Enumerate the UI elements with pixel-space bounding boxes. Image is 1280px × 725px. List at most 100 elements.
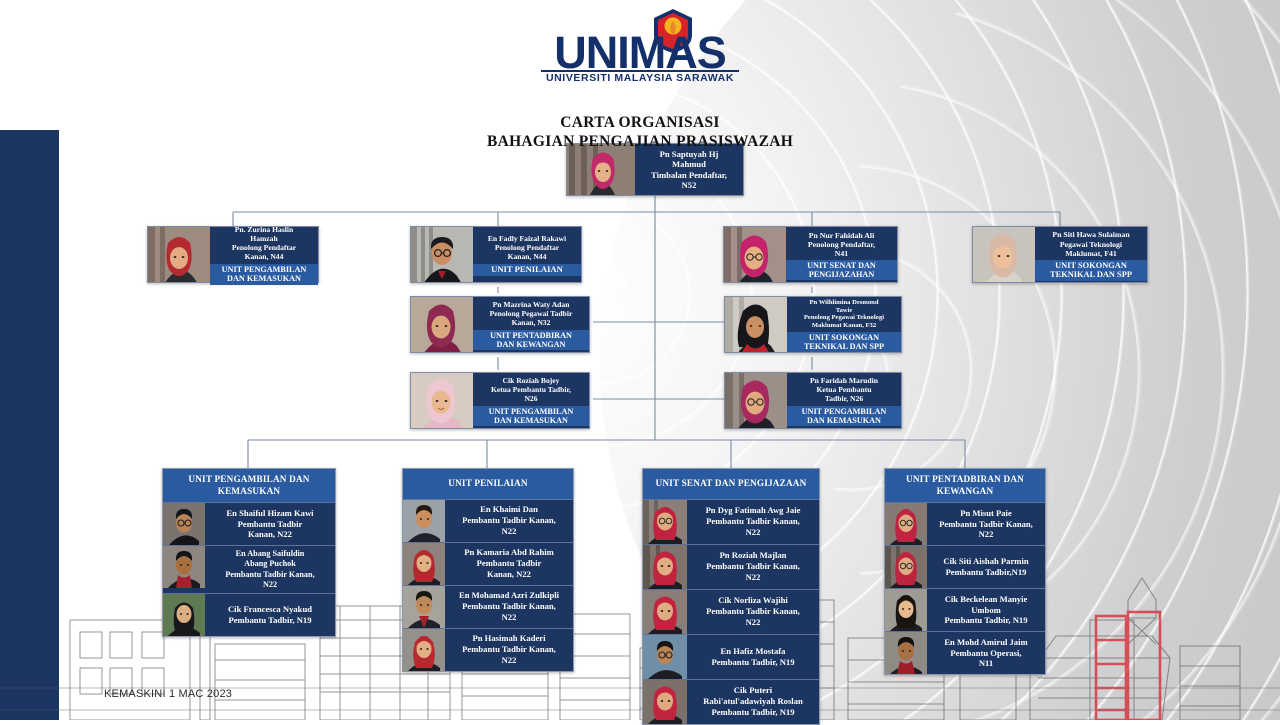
avatar — [403, 542, 445, 585]
unit-member-row[interactable]: Cik Norliza Wajihi Pembantu Tadbir Kanan… — [643, 588, 819, 634]
avatar — [163, 503, 205, 545]
org-card-row2-2[interactable]: Pn Nur Fahidah Ali Penolong Pendaftar, N… — [723, 226, 898, 283]
org-card-name: Pn Faridah Marudin Ketua Pembantu Tadbir… — [810, 375, 878, 403]
unit-member-row[interactable]: Cik Francesca Nyakud Pembantu Tadbir, N1… — [163, 593, 335, 636]
avatar — [411, 227, 473, 282]
org-card-row2-0[interactable]: Pn. Zurina Haslin Hamzah Penolong Pendaf… — [147, 225, 319, 285]
avatar — [724, 227, 786, 282]
unit-member-row[interactable]: Pn Roziah Majlan Pembantu Tadbir Kanan, … — [643, 543, 819, 589]
unit-member-name: En Mohd Amirul Jaim Pembantu Operasi, N1… — [944, 636, 1028, 669]
org-card-name: Pn. Zurina Haslin Hamzah Penolong Pendaf… — [231, 225, 297, 262]
unit-member-name: Pn Roziah Majlan Pembantu Tadbir Kanan, … — [706, 550, 800, 582]
org-card-body: Pn Nur Fahidah Ali Penolong Pendaftar, N… — [786, 227, 897, 282]
unit-column-penilaian[interactable]: UNIT PENILAIAN En Khaimi Dan Pembantu Ta… — [402, 468, 574, 672]
unit-member-row[interactable]: Cik Siti Aishah Parmin Pembantu Tadbir,N… — [885, 545, 1045, 588]
org-card-name: Pn Nur Fahidah Ali Penolong Pendaftar, N… — [807, 230, 876, 258]
logo-wordmark: UNIMAS — [554, 27, 727, 78]
avatar — [403, 585, 445, 628]
unit-member-row[interactable]: Pn Misut Paie Pembantu Tadbir Kanan, N22 — [885, 502, 1045, 545]
unit-member-name: En Hafiz Mostafa Pembantu Tadbir, N19 — [711, 645, 795, 667]
org-card-row4-1[interactable]: Pn Faridah Marudin Ketua Pembantu Tadbir… — [724, 372, 902, 429]
unit-member-name: Cik Siti Aishah Parmin Pembantu Tadbir,N… — [943, 556, 1029, 577]
unit-member-name: Cik Francesca Nyakud Pembantu Tadbir, N1… — [227, 604, 313, 625]
org-card-name: Pn Siti Hawa Sulaiman Pegawai Teknologi … — [1052, 230, 1130, 258]
avatar — [403, 499, 445, 542]
org-card-unit: UNIT SOKONGAN TEKNIKAL DAN SPP — [787, 331, 901, 353]
org-card-body: Pn Wilhlimina Desmond Tawie Penolong Peg… — [787, 297, 901, 353]
unit-member-row[interactable]: En Abang Saifuldin Abang Puchok Pembantu… — [163, 545, 335, 593]
unit-column-header: UNIT PENTADBIRAN DAN KEWANGAN — [885, 469, 1045, 502]
unit-member-row[interactable]: Cik Beckelean Manyie Umbom Pembantu Tadb… — [885, 588, 1045, 631]
org-card-top[interactable]: Pn Saptuyah Hj Mahmud Timbalan Pendaftar… — [566, 143, 744, 196]
unit-member-name: Cik Puteri Rabi'atul'adawiyah Roslan Pem… — [703, 685, 803, 717]
avatar — [148, 227, 210, 282]
unit-column-senat-pengijazahan[interactable]: UNIT SENAT DAN PENGIJAZAAN Pn Dyg Fatima… — [642, 468, 820, 725]
avatar — [411, 373, 473, 428]
org-card-row3-0[interactable]: Pn Mazrina Waty Adan Penolong Pegawai Ta… — [410, 296, 590, 353]
unit-column-pengambilan-kemasukan[interactable]: UNIT PENGAMBILAN DAN KEMASUKAN En Shaifu… — [162, 468, 336, 637]
org-card-unit: UNIT SENAT DAN PENGIJAZAHAN — [786, 260, 897, 281]
avatar — [885, 632, 927, 674]
page-title: CARTA ORGANISASI BAHAGIAN PENGAJIAN PRAS… — [0, 113, 1280, 152]
page-header: UNIMAS UNIVERSITI MALAYSIA SARAWAK CARTA… — [0, 8, 1280, 152]
org-card-name: Pn Saptuyah Hj Mahmud Timbalan Pendaftar… — [651, 149, 727, 190]
unit-column-header: UNIT PENILAIAN — [403, 469, 573, 499]
org-card-unit: UNIT PENGAMBILAN DAN KEMASUKAN — [473, 405, 589, 427]
avatar — [725, 297, 787, 352]
avatar — [163, 594, 205, 636]
org-card-body: Pn Siti Hawa Sulaiman Pegawai Teknologi … — [1035, 227, 1147, 282]
org-card-body: Pn Faridah Marudin Ketua Pembantu Tadbir… — [787, 373, 901, 428]
org-card-body: Pn. Zurina Haslin Hamzah Penolong Pendaf… — [210, 225, 318, 285]
unit-member-row[interactable]: En Khaimi Dan Pembantu Tadbir Kanan, N22 — [403, 498, 573, 542]
avatar — [725, 373, 787, 428]
avatar — [885, 546, 927, 588]
avatar — [643, 634, 687, 679]
avatar — [643, 499, 687, 544]
unit-member-name: Cik Norliza Wajihi Pembantu Tadbir Kanan… — [706, 595, 800, 627]
unit-member-row[interactable]: En Mohd Amirul Jaim Pembantu Operasi, N1… — [885, 631, 1045, 674]
unit-member-row[interactable]: Cik Puteri Rabi'atul'adawiyah Roslan Pem… — [643, 678, 819, 724]
unimas-logo-mark — [654, 9, 692, 53]
avatar — [973, 227, 1035, 282]
avatar — [643, 589, 687, 634]
org-card-name: Pn Mazrina Waty Adan Penolong Pegawai Ta… — [489, 299, 573, 327]
unit-member-row[interactable]: Pn Dyg Fatimah Awg Jaie Pembantu Tadbir … — [643, 498, 819, 544]
avatar — [411, 297, 473, 352]
unit-member-name: Cik Beckelean Manyie Umbom Pembantu Tadb… — [944, 593, 1028, 626]
unit-member-row[interactable]: En Hafiz Mostafa Pembantu Tadbir, N19 — [643, 633, 819, 679]
org-card-unit: UNIT PENGAMBILAN DAN KEMASUKAN — [210, 264, 318, 285]
unit-member-name: Pn Misut Paie Pembantu Tadbir Kanan, N22 — [939, 507, 1033, 540]
avatar — [885, 589, 927, 631]
left-navy-panel — [0, 130, 59, 720]
org-card-unit: UNIT PENILAIAN — [473, 264, 581, 276]
org-card-row4-0[interactable]: Cik Roziah Bojey Ketua Pembantu Tadbir, … — [410, 372, 590, 429]
org-card-name: En Fadly Faizal Rakawi Penolong Pendafta… — [487, 234, 567, 262]
avatar — [885, 503, 927, 545]
org-card-name: Cik Roziah Bojey Ketua Pembantu Tadbir, … — [490, 375, 572, 403]
unit-member-row[interactable]: Pn Hasimah Kaderi Pembantu Tadbir Kanan,… — [403, 627, 573, 671]
avatar — [567, 144, 635, 195]
unit-member-name: Pn Hasimah Kaderi Pembantu Tadbir Kanan,… — [462, 633, 556, 665]
org-card-row2-3[interactable]: Pn Siti Hawa Sulaiman Pegawai Teknologi … — [972, 226, 1148, 283]
unit-member-name: En Mohamad Azri Zulkipli Pembantu Tadbir… — [458, 590, 560, 622]
org-card-body: Pn Saptuyah Hj Mahmud Timbalan Pendaftar… — [635, 144, 743, 195]
org-card-unit: UNIT SOKONGAN TEKNIKAL DAN SPP — [1035, 259, 1147, 281]
unimas-logo: UNIMAS UNIVERSITI MALAYSIA SARAWAK — [525, 8, 755, 86]
org-card-row2-1[interactable]: En Fadly Faizal Rakawi Penolong Pendafta… — [410, 226, 582, 283]
last-updated-label: KEMASKINI 1 MAC 2023 — [104, 688, 233, 700]
unit-member-row[interactable]: En Mohamad Azri Zulkipli Pembantu Tadbir… — [403, 584, 573, 628]
unit-column-pentadbiran-kewangan[interactable]: UNIT PENTADBIRAN DAN KEWANGAN Pn Misut P… — [884, 468, 1046, 675]
org-card-body: En Fadly Faizal Rakawi Penolong Pendafta… — [473, 227, 581, 282]
page-title-line2: BAHAGIAN PENGAJIAN PRASISWAZAH — [486, 133, 794, 151]
unit-column-header: UNIT SENAT DAN PENGIJAZAAN — [643, 469, 819, 499]
unit-member-name: Pn Kamaria Abd Rahim Pembantu Tadbir Kan… — [464, 547, 554, 579]
logo-subtitle: UNIVERSITI MALAYSIA SARAWAK — [545, 72, 735, 84]
unit-member-row[interactable]: Pn Kamaria Abd Rahim Pembantu Tadbir Kan… — [403, 541, 573, 585]
avatar — [403, 628, 445, 671]
unit-member-row[interactable]: En Shaiful Hizam Kawi Pembantu Tadbir Ka… — [163, 502, 335, 545]
logo-rule — [541, 70, 739, 72]
org-card-unit: UNIT PENTADBIRAN DAN KEWANGAN — [473, 329, 589, 351]
org-card-row3-1[interactable]: Pn Wilhlimina Desmond Tawie Penolong Peg… — [724, 296, 902, 353]
avatar — [643, 679, 687, 724]
